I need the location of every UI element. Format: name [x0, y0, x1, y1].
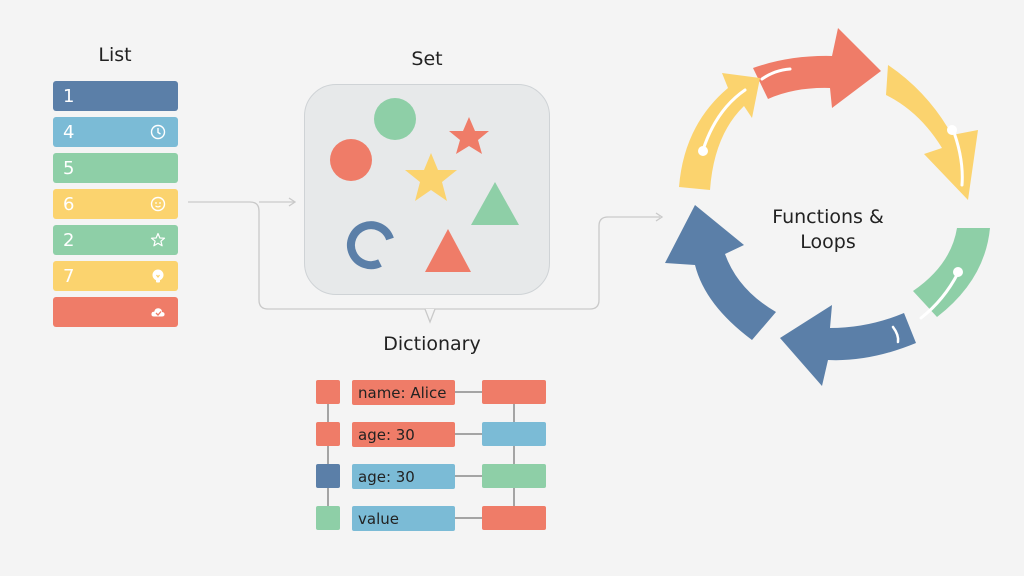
- list-item: 4: [53, 117, 178, 147]
- dictionary-key: age: 30: [352, 422, 455, 447]
- star-icon: [150, 232, 166, 247]
- list-item-label: 1: [63, 85, 75, 107]
- dictionary-marker: [316, 380, 340, 404]
- dictionary-value: [482, 464, 546, 488]
- cycle-arrow-blue-bottom: [780, 305, 916, 386]
- set-shapes: [330, 98, 519, 272]
- blue-ring: [347, 221, 394, 270]
- yellow-star: [405, 153, 457, 201]
- list-item: 5: [53, 153, 178, 183]
- cloud-icon: [151, 308, 165, 317]
- list-item: 2: [53, 225, 178, 255]
- cycle-arrow-green: [913, 228, 990, 317]
- cycle-label: Functions & Loops: [758, 205, 898, 255]
- list-item-label: 4: [63, 121, 75, 143]
- list-item-label: 2: [63, 229, 75, 251]
- cycle-arrow-red: [753, 28, 881, 108]
- dictionary-marker: [316, 422, 340, 446]
- dictionary-key: value: [352, 506, 455, 531]
- dictionary-value: [482, 422, 546, 446]
- cycle-label-line1: Functions &: [772, 206, 884, 228]
- dictionary-key: age: 30: [352, 464, 455, 489]
- red-star: [449, 117, 489, 154]
- dictionary-value: [482, 506, 546, 530]
- smiley-icon: [150, 196, 166, 212]
- red-triangle: [425, 229, 471, 272]
- clock-icon: [150, 124, 166, 140]
- list-item-label: 5: [63, 157, 75, 179]
- cycle-arrow-yellow: [886, 65, 978, 200]
- green-circle: [374, 98, 416, 140]
- dictionary-key: name: Alice: [352, 380, 455, 405]
- green-triangle: [471, 182, 519, 225]
- cycle-arrow-yellow-left: [679, 73, 760, 190]
- cycle-arrow-blue-left: [665, 205, 776, 340]
- list-item: 1: [53, 81, 178, 111]
- red-circle: [330, 139, 372, 181]
- dictionary-value: [482, 380, 546, 404]
- dictionary-marker: [316, 506, 340, 530]
- list-item: [53, 297, 178, 327]
- list-title: List: [98, 44, 132, 66]
- list-item: 7: [53, 261, 178, 291]
- set-title: Set: [411, 48, 443, 70]
- cycle-label-line2: Loops: [800, 231, 856, 253]
- list-item: 6: [53, 189, 178, 219]
- dictionary-marker: [316, 464, 340, 488]
- list-item-label: 7: [63, 265, 75, 287]
- list-item-label: 6: [63, 193, 75, 215]
- dictionary-title: Dictionary: [383, 333, 481, 355]
- lightbulb-icon: [152, 269, 164, 283]
